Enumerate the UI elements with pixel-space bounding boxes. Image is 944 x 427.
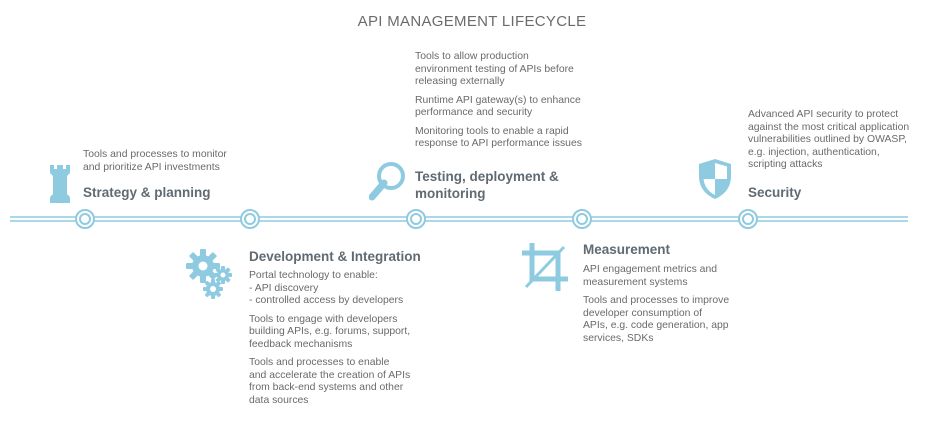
security-heading: Security bbox=[748, 185, 802, 200]
timeline-node-security bbox=[738, 209, 758, 229]
diagram-title: API MANAGEMENT LIFECYCLE bbox=[357, 13, 587, 30]
gears-icon bbox=[185, 248, 235, 305]
strategy-description: Tools and processes to monitor and prior… bbox=[83, 149, 227, 173]
testing-heading: Testing, deployment & monitoring bbox=[415, 169, 559, 201]
timeline-node-measurement bbox=[572, 209, 592, 229]
shield-icon bbox=[697, 158, 733, 205]
development-description: Portal technology to enable: - API disco… bbox=[249, 270, 411, 406]
magnifier-icon bbox=[368, 160, 407, 207]
timeline-line bbox=[10, 214, 908, 224]
timeline-node-testing bbox=[406, 209, 426, 229]
measurement-heading: Measurement bbox=[583, 242, 671, 257]
security-description: Advanced API security to protect against… bbox=[748, 109, 910, 170]
timeline-node-strategy bbox=[75, 209, 95, 229]
crop-icon bbox=[522, 243, 568, 296]
testing-description: Tools to allow production environment te… bbox=[415, 51, 582, 149]
strategy-heading: Strategy & planning bbox=[83, 185, 211, 200]
development-heading: Development & Integration bbox=[249, 249, 421, 264]
chess-rook-icon bbox=[48, 165, 72, 208]
timeline-node-development bbox=[240, 209, 260, 229]
measurement-description: API engagement metrics and measurement s… bbox=[583, 264, 730, 344]
